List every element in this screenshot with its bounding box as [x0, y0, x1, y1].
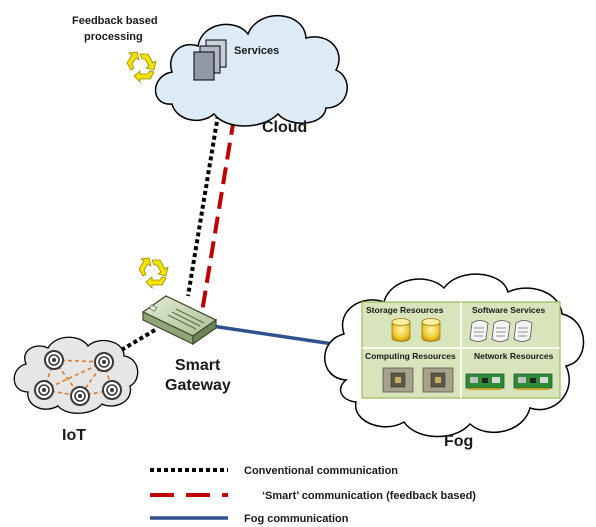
gateway-label-line2: Gateway [165, 377, 231, 394]
storage-resources-label: Storage Resources [366, 305, 444, 315]
sensor-icon [34, 380, 54, 400]
network-card-icon [465, 373, 505, 390]
gateway-node: Smart Gateway [141, 295, 231, 394]
fog-node: Storage Resources Software Services [324, 273, 585, 450]
sensor-icon [44, 350, 64, 370]
cloud-label: Cloud [262, 119, 307, 136]
smart-link-cloud-gateway [200, 117, 236, 313]
conventional-link-cloud-gateway [186, 114, 220, 297]
network-resources-label: Network Resources [474, 351, 554, 361]
network-card-icon [513, 373, 553, 390]
document-icon [469, 320, 489, 342]
cpu-chip-icon [422, 367, 454, 393]
sensor-icon [94, 352, 114, 372]
router-icon [141, 295, 218, 346]
cloud-shape [154, 14, 348, 127]
cpu-chip-icon [382, 367, 414, 393]
gateway-label-line1: Smart [175, 357, 221, 374]
document-icon [491, 320, 511, 342]
software-services-label: Software Services [472, 305, 546, 315]
database-icon [421, 318, 441, 342]
recycle-icon [138, 257, 169, 289]
services-label: Services [234, 45, 279, 57]
sensor-icon [70, 386, 90, 406]
legend-item-conventional: Conventional communication [150, 465, 398, 477]
legend-item-fog: Fog communication [150, 513, 349, 525]
iot-node: IoT [13, 336, 139, 444]
document-icon [513, 320, 533, 342]
fog-resources-panel: Storage Resources Software Services [361, 301, 561, 399]
legend-label-fog: Fog communication [244, 513, 349, 525]
iot-label: IoT [62, 427, 86, 444]
legend-item-smart: ‘Smart’ communication (feedback based) [150, 490, 476, 502]
computing-resources-label: Computing Resources [365, 351, 456, 361]
conventional-link-gateway-iot [116, 328, 157, 354]
recycle-icon [126, 51, 157, 83]
cloud-node: Services Cloud [154, 14, 348, 136]
legend-label-smart: ‘Smart’ communication (feedback based) [262, 490, 476, 502]
feedback-label-line2: processing [84, 31, 143, 43]
server-stack-icon [193, 39, 227, 81]
database-icon [391, 318, 411, 342]
legend-label-conventional: Conventional communication [244, 465, 398, 477]
fog-label: Fog [444, 433, 473, 450]
feedback-label-line1: Feedback based [72, 15, 158, 27]
fog-link-gateway-fog [211, 324, 334, 346]
legend: Conventional communication ‘Smart’ commu… [150, 465, 476, 525]
sensor-icon [102, 380, 122, 400]
